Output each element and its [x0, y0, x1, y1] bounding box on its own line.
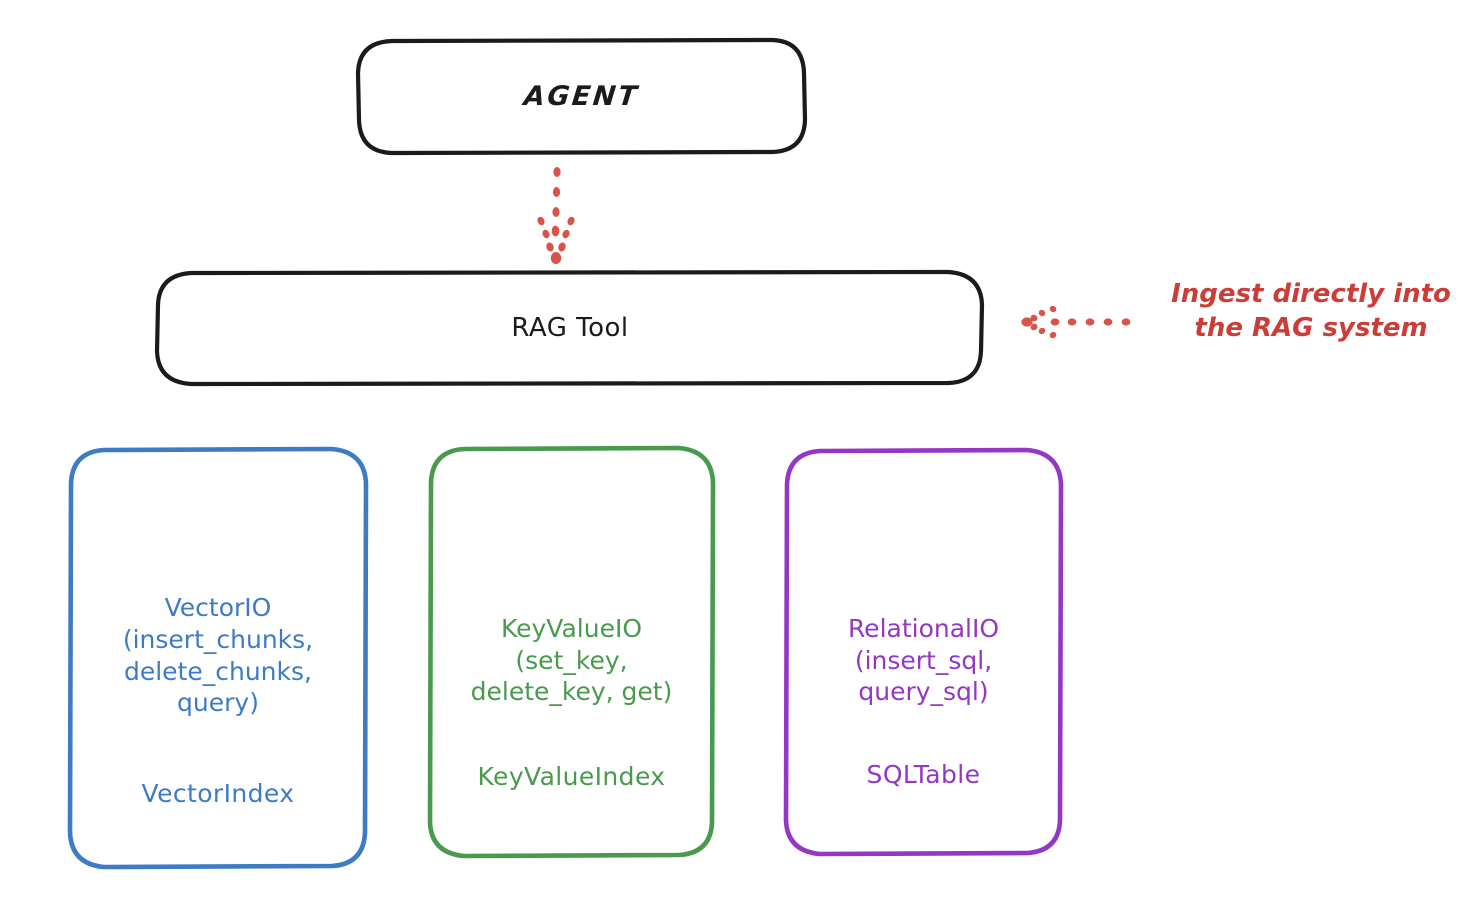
rag-tool-node[interactable]: RAG Tool	[157, 272, 983, 384]
agent-to-rag-tool-connector	[537, 167, 575, 264]
vector-io-box-outline	[67, 446, 369, 870]
relational-io-node[interactable]: RelationalIO (insert_sql, query_sql) SQL…	[786, 450, 1061, 854]
vector-io-api-label: VectorIO (insert_chunks, delete_chunks, …	[122, 593, 314, 718]
vector-index-label: VectorIndex	[141, 779, 295, 808]
ingest-to-rag-tool-connector	[1021, 305, 1131, 339]
relational-io-box-outline	[783, 447, 1064, 857]
rag-tool-box-outline	[154, 269, 985, 387]
key-value-io-box-outline	[427, 445, 716, 859]
agent-box-outline	[355, 37, 808, 156]
agent-label: AGENT	[522, 81, 641, 112]
sql-table-label: SQLTable	[866, 760, 981, 790]
ingest-annotation-label: Ingest directly into the RAG system	[1171, 279, 1451, 344]
rag-tool-label: RAG Tool	[511, 313, 629, 343]
vector-io-node[interactable]: VectorIO (insert_chunks, delete_chunks, …	[70, 449, 366, 867]
key-value-index-label: KeyValueIndex	[477, 762, 666, 792]
agent-node[interactable]: AGENT	[358, 40, 805, 153]
key-value-io-api-label: KeyValueIO (set_key, delete_key, get)	[470, 613, 673, 707]
key-value-io-node[interactable]: KeyValueIO (set_key, delete_key, get) Ke…	[430, 448, 713, 856]
relational-io-api-label: RelationalIO (insert_sql, query_sql)	[847, 613, 1000, 707]
